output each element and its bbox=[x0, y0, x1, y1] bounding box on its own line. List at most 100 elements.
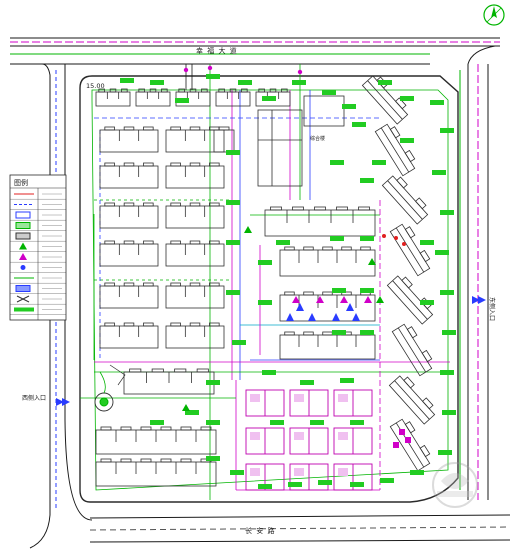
annotation-tag bbox=[318, 480, 332, 485]
balcony bbox=[174, 368, 187, 373]
stair-core bbox=[419, 444, 431, 458]
annotation-tag bbox=[435, 250, 449, 255]
legend-symbol bbox=[19, 242, 27, 250]
annotation-tag bbox=[378, 80, 392, 85]
balcony bbox=[189, 282, 201, 287]
annotation-tag bbox=[372, 160, 386, 165]
top-road-label: 幸 福 大 道 bbox=[196, 46, 238, 55]
balcony bbox=[189, 202, 201, 207]
road-network bbox=[10, 37, 510, 549]
annotation-tag bbox=[332, 288, 346, 293]
legend-symbol bbox=[16, 295, 30, 303]
building-block bbox=[135, 91, 171, 107]
legend-symbol bbox=[15, 232, 31, 240]
balcony bbox=[140, 426, 152, 431]
central-building-label: 综合楼 bbox=[310, 135, 325, 142]
balcony bbox=[189, 240, 201, 245]
bottom-road-label: 长 安 路 bbox=[245, 526, 275, 535]
annotation-tag bbox=[400, 138, 414, 143]
annotation-tag bbox=[206, 74, 220, 79]
building-block bbox=[165, 243, 225, 267]
triangle-marker bbox=[182, 404, 190, 411]
balcony bbox=[104, 162, 115, 167]
balcony bbox=[104, 126, 115, 131]
balcony bbox=[123, 162, 135, 167]
annotation-tag bbox=[150, 80, 164, 85]
legend-rows bbox=[10, 193, 66, 315]
stair-core bbox=[406, 326, 418, 339]
annotation-tag bbox=[288, 482, 302, 487]
stair-core bbox=[394, 97, 407, 110]
balcony bbox=[140, 458, 152, 463]
balcony bbox=[120, 426, 132, 431]
annotation-tag bbox=[420, 240, 434, 245]
annotation-tag bbox=[440, 210, 454, 215]
dot-marker bbox=[297, 69, 303, 75]
stair-core bbox=[404, 421, 416, 434]
dot-marker bbox=[402, 242, 406, 246]
balcony bbox=[104, 282, 115, 287]
square-marker bbox=[399, 429, 405, 435]
legend-symbol bbox=[15, 285, 31, 292]
balcony bbox=[270, 206, 282, 211]
dot-marker bbox=[207, 65, 213, 71]
annotation-tag bbox=[238, 80, 252, 85]
triangle-marker bbox=[346, 303, 354, 311]
building-block bbox=[165, 129, 225, 153]
balcony bbox=[218, 126, 230, 131]
stair-core bbox=[404, 226, 416, 239]
courtyard bbox=[250, 432, 260, 440]
balcony bbox=[143, 202, 154, 207]
unit-divider bbox=[395, 227, 425, 273]
balcony bbox=[322, 246, 333, 251]
legend-symbol bbox=[15, 211, 31, 219]
annotation-tag bbox=[440, 290, 454, 295]
annotation-tag bbox=[400, 96, 414, 101]
building-block bbox=[99, 129, 159, 153]
annotation-tag bbox=[360, 330, 374, 335]
building-block bbox=[215, 91, 251, 107]
building-block bbox=[95, 91, 131, 107]
annotation-tag bbox=[410, 470, 424, 475]
building-block bbox=[99, 165, 159, 189]
triangle-marker bbox=[296, 303, 304, 311]
balcony bbox=[209, 202, 220, 207]
diagonal-building bbox=[374, 123, 416, 177]
annotation-tag bbox=[350, 420, 364, 425]
stair-core bbox=[403, 376, 415, 389]
building-block bbox=[165, 325, 225, 349]
balcony bbox=[100, 426, 112, 431]
square-marker bbox=[393, 442, 399, 448]
courtyard bbox=[294, 432, 304, 440]
balcony bbox=[209, 322, 220, 327]
balcony bbox=[201, 88, 208, 93]
balcony bbox=[284, 331, 295, 336]
balcony bbox=[209, 126, 220, 131]
balcony bbox=[160, 458, 172, 463]
entrance-arrow-icon bbox=[56, 398, 70, 406]
balcony bbox=[149, 88, 157, 93]
diagonal-buildings bbox=[361, 75, 436, 472]
balcony bbox=[189, 322, 201, 327]
diagonal-building bbox=[381, 175, 429, 225]
annotation-tag bbox=[226, 150, 240, 155]
building-block bbox=[99, 285, 159, 309]
legend-symbol bbox=[14, 307, 34, 312]
balcony bbox=[121, 88, 128, 93]
annotation-tag bbox=[360, 236, 374, 241]
annotation-tag bbox=[232, 340, 246, 345]
balcony bbox=[123, 202, 135, 207]
balcony bbox=[170, 282, 181, 287]
building-block bbox=[279, 249, 376, 277]
triangle-marker bbox=[286, 313, 294, 321]
triangle-marker bbox=[332, 313, 340, 321]
diagonal-building bbox=[391, 323, 433, 377]
annotation-tag bbox=[342, 104, 356, 109]
courtyard bbox=[338, 432, 348, 440]
building-block bbox=[165, 205, 225, 229]
unit-divider bbox=[367, 80, 403, 120]
balcony bbox=[281, 88, 288, 93]
balcony bbox=[160, 426, 172, 431]
courtyard bbox=[250, 394, 260, 402]
balcony bbox=[258, 88, 265, 93]
